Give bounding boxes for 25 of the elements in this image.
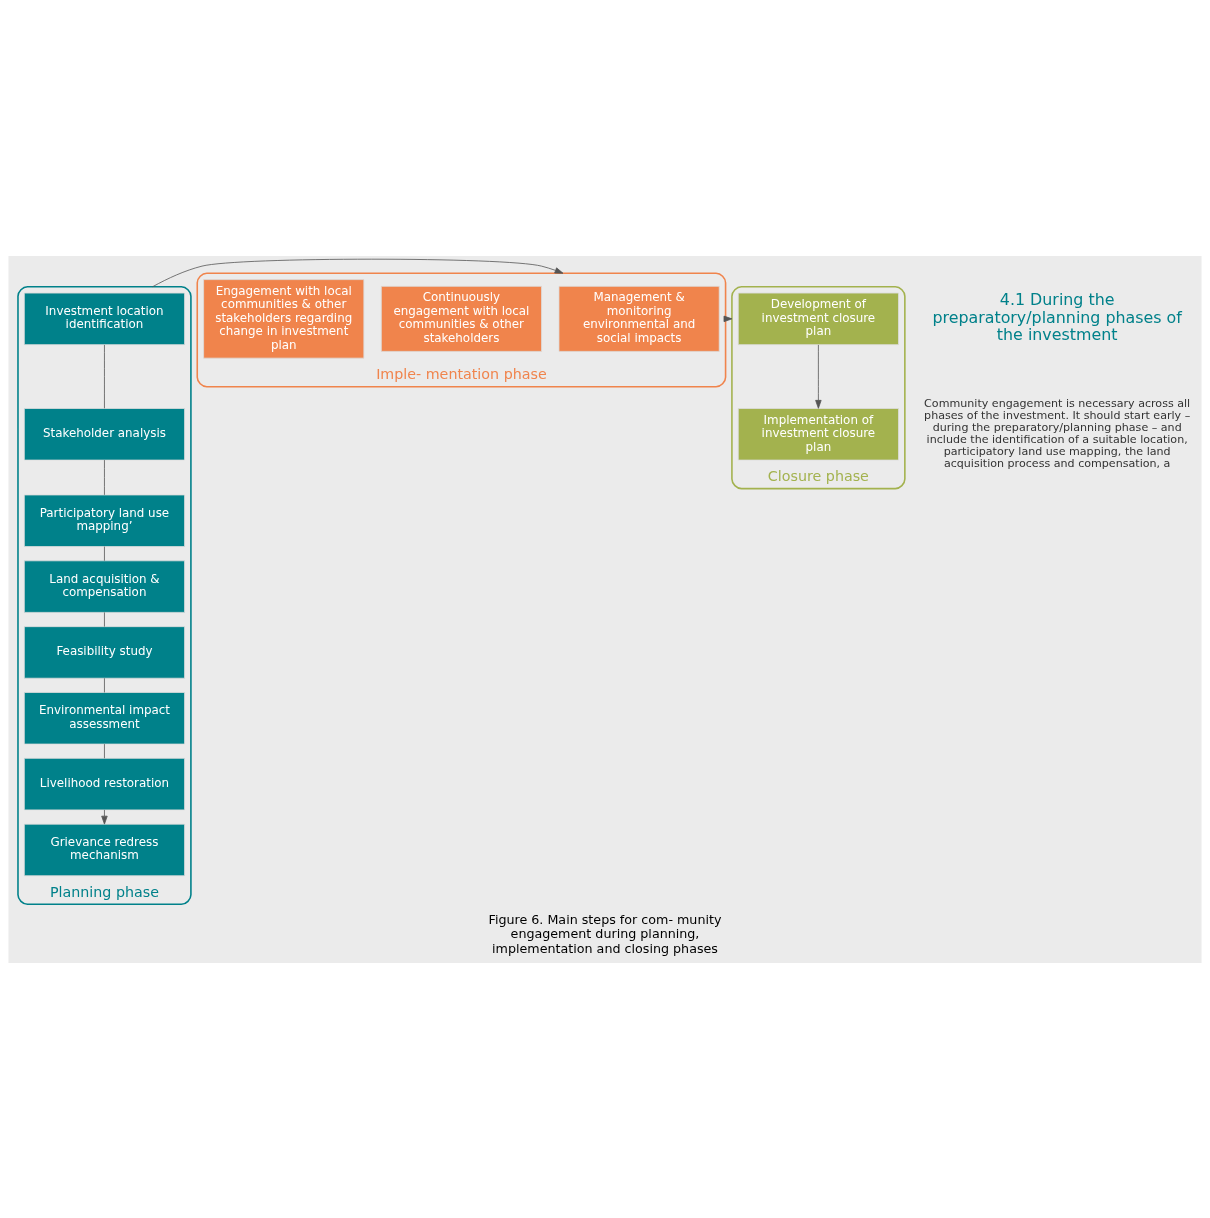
node-box: Grievance redress mechanism [23, 823, 185, 876]
node-box: Environmental impact assessment [23, 691, 185, 744]
connector [104, 743, 105, 759]
connector [104, 344, 105, 409]
node-box: Management & monitoring environmental and social impacts [558, 285, 720, 352]
node-box: Feasibility study [23, 625, 185, 679]
connector [104, 677, 105, 693]
label: 4.1 During the preparatory/planning phases of the investment [932, 289, 1182, 344]
node-box: Implementation of investment closure plan [737, 407, 899, 460]
arrow [101, 809, 108, 824]
arrow [815, 344, 822, 409]
node-box: Stakeholder analysis [23, 407, 185, 460]
connector [104, 611, 105, 627]
connector [104, 459, 105, 495]
connector [104, 545, 105, 561]
node-box: Participatory land use mapping’ [23, 494, 185, 547]
node-box: Development of investment closure plan [737, 292, 899, 345]
node-box: Continuously engagement with local communities & other stakeholders [380, 285, 542, 352]
caption: Figure 6. Main steps for com- munity engagement during planning, implementation and closing phases [488, 911, 722, 956]
node-box: Investment location identification [23, 292, 185, 345]
node-box: Livelihood restoration [23, 757, 185, 810]
node-box: Land acquisition & compensation [23, 559, 185, 613]
arrow [152, 258, 564, 287]
node-box: Engagement with local communities & other stakeholders regarding change in investment plan [203, 278, 365, 359]
label: Community engagement is necessary across all phases of the investment. It should start early – during the preparatory/planning phase – and include the identification of a suitable location, participatory land use mapping, the land acquisition process and compensation, a [924, 396, 1191, 470]
